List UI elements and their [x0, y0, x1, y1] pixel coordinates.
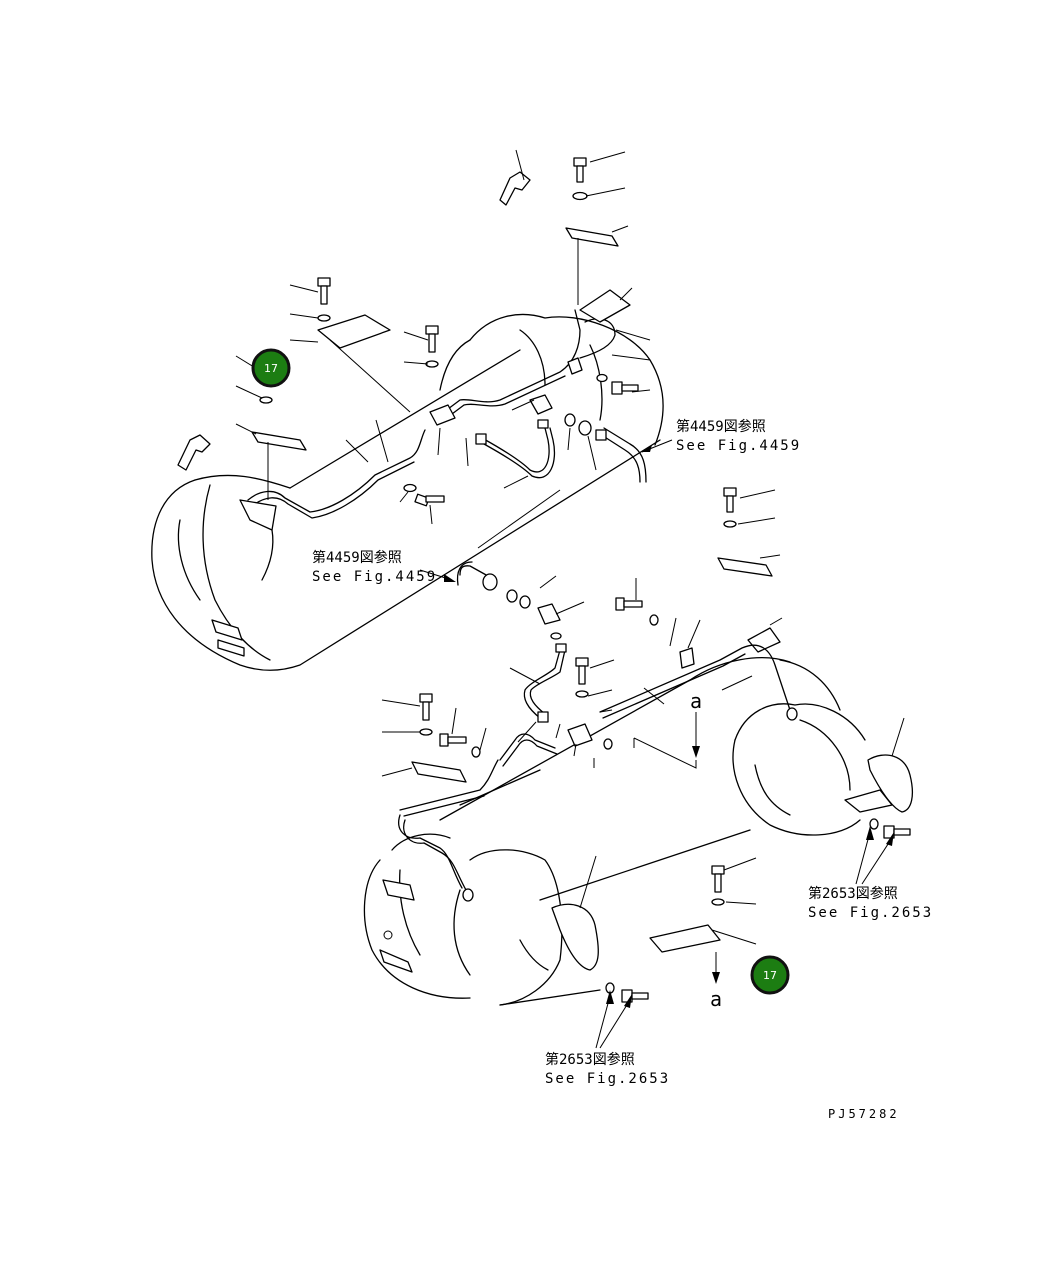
- bolt-icon: [883, 825, 911, 839]
- ref-jp-label: 第4459図参照: [676, 418, 766, 435]
- drawing-code: PJ57282: [828, 1107, 900, 1121]
- section-marker-a-lower: a: [710, 987, 722, 1011]
- callout-badge-2[interactable]: 17: [750, 955, 790, 995]
- bolt-icon: [317, 277, 331, 305]
- ref-jp-label: 第2653図参照: [545, 1051, 635, 1068]
- bolt-icon: [439, 733, 467, 747]
- bolt-icon: [573, 157, 587, 183]
- bolt-icon: [414, 493, 445, 507]
- upper-axle-assembly: [151, 149, 673, 671]
- ref-fig2653-right: 第2653図参照 See Fig.2653: [808, 885, 933, 921]
- bolt-icon: [621, 989, 649, 1003]
- callout-label: 17: [763, 969, 777, 982]
- callout-label: 17: [264, 362, 278, 375]
- ref-jp-label: 第2653図参照: [808, 885, 898, 902]
- bolt-icon: [615, 597, 643, 611]
- section-marker-a-upper: a: [690, 689, 702, 713]
- bolt-icon: [419, 693, 433, 721]
- ref-en-label: See Fig.2653: [808, 905, 933, 921]
- lower-axle-assembly: [363, 487, 913, 1049]
- ref-en-label: See Fig.2653: [545, 1071, 670, 1087]
- ref-jp-label: 第4459図参照: [312, 549, 402, 566]
- ref-fig2653-bottom: 第2653図参照 See Fig.2653: [545, 1051, 670, 1087]
- bolt-icon: [425, 325, 439, 353]
- bolt-icon: [575, 657, 589, 685]
- bolt-icon: [723, 487, 737, 513]
- ref-en-label: See Fig.4459: [312, 569, 437, 585]
- bolt-icon: [611, 381, 639, 395]
- ref-en-label: See Fig.4459: [676, 438, 801, 454]
- ref-fig4459-upper: 第4459図参照 See Fig.4459: [676, 418, 801, 454]
- callout-badge-1[interactable]: 17: [251, 348, 291, 388]
- bolt-icon: [711, 865, 725, 893]
- ref-fig4459-left: 第4459図参照 See Fig.4459: [312, 549, 437, 585]
